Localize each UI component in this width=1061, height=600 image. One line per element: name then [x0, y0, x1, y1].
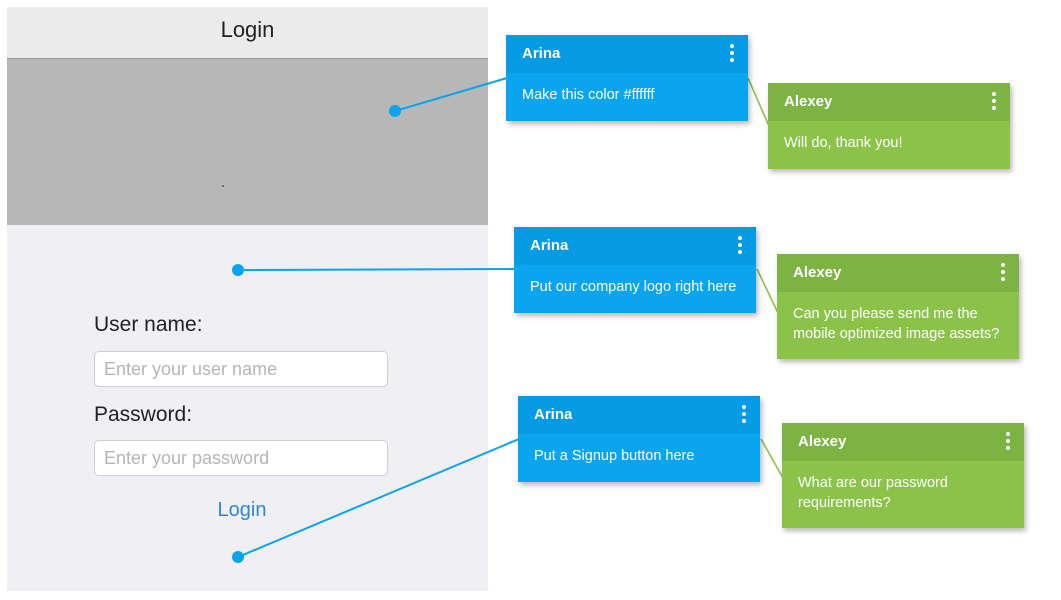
comment-header: Arina [506, 35, 748, 73]
reply-text: Can you please send me the mobile optimi… [793, 306, 1000, 342]
comment-author: Arina [522, 45, 561, 62]
screen-title: Login [220, 17, 275, 42]
comment-card-arina-3[interactable]: Arina Put a Signup button here [518, 396, 760, 482]
comment-header: Arina [518, 396, 760, 434]
image-placeholder-dot [222, 185, 224, 187]
comment-header: Arina [514, 227, 756, 265]
kebab-menu-icon[interactable] [1005, 432, 1011, 452]
username-label: User name: [94, 313, 203, 336]
password-input[interactable] [94, 440, 388, 476]
comment-text: Make this color #ffffff [522, 87, 655, 103]
reply-card-alexey-3[interactable]: Alexey What are our password requirement… [782, 423, 1024, 528]
comment-author: Arina [534, 406, 573, 423]
login-screen-mockup: Login User name: Password: Login [7, 7, 488, 591]
username-input[interactable] [94, 351, 388, 387]
comment-card-arina-1[interactable]: Arina Make this color #ffffff [506, 35, 748, 121]
reply-header: Alexey [777, 254, 1019, 292]
comment-text: Put a Signup button here [534, 448, 695, 464]
reply-connector-1 [747, 77, 770, 127]
reply-connector-2 [756, 268, 779, 314]
reply-card-alexey-1[interactable]: Alexey Will do, thank you! [768, 83, 1010, 169]
kebab-menu-icon[interactable] [729, 44, 735, 64]
comment-author: Arina [530, 237, 569, 254]
header-image-area [7, 59, 488, 225]
kebab-menu-icon[interactable] [741, 405, 747, 425]
reply-header: Alexey [768, 83, 1010, 121]
password-label: Password: [94, 403, 193, 426]
comment-card-arina-2[interactable]: Arina Put our company logo right here [514, 227, 756, 313]
navigation-bar: Login [7, 7, 488, 59]
reply-header: Alexey [782, 423, 1024, 461]
reply-connector-3 [760, 438, 784, 479]
reply-author: Alexey [793, 264, 842, 281]
comment-text: Put our company logo right here [530, 279, 737, 295]
kebab-menu-icon[interactable] [991, 92, 997, 112]
kebab-menu-icon[interactable] [1000, 263, 1006, 283]
reply-card-alexey-2[interactable]: Alexey Can you please send me the mobile… [777, 254, 1019, 359]
reply-author: Alexey [798, 433, 847, 450]
reply-text: Will do, thank you! [784, 135, 903, 151]
login-button[interactable]: Login [217, 499, 267, 521]
reply-author: Alexey [784, 93, 833, 110]
kebab-menu-icon[interactable] [737, 236, 743, 256]
reply-text: What are our password requirements? [798, 475, 948, 511]
